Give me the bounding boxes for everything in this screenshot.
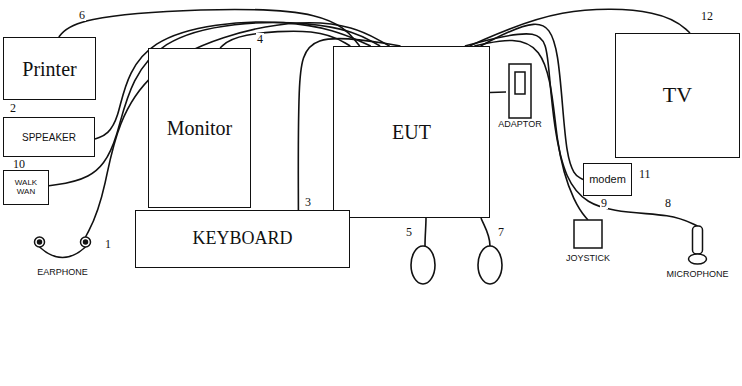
- device-label: WALK WAN: [8, 179, 44, 197]
- cable: [474, 40, 588, 220]
- device-label: MICROPHONE: [666, 270, 728, 280]
- device-icon: MICROPHONE: [655, 224, 740, 280]
- callout-number: 10: [12, 158, 26, 170]
- device-box: EUT: [333, 46, 490, 218]
- callout-number: 8: [664, 197, 672, 209]
- mouse-cable: [425, 218, 426, 246]
- device-label: modem: [589, 173, 626, 185]
- device-box: WALK WAN: [3, 170, 49, 205]
- cable: [59, 9, 360, 46]
- cable: [490, 91, 506, 93]
- callout-number: 11: [638, 168, 652, 180]
- device-box: KEYBOARD: [135, 210, 350, 268]
- device-icon: EARPHONE: [25, 228, 100, 278]
- device-box: TV: [615, 33, 740, 158]
- device-icon: ADAPTOR: [495, 62, 545, 130]
- callout-number: 12: [700, 10, 714, 22]
- callout-number: 3: [304, 196, 312, 208]
- callout-number: 4: [256, 33, 264, 45]
- device-label: TV: [663, 83, 692, 107]
- callout-number: 7: [497, 226, 505, 238]
- device-label: EARPHONE: [37, 268, 88, 278]
- callout-number: 6: [78, 9, 86, 21]
- callout-number: 5: [405, 226, 413, 238]
- device-label: Monitor: [167, 117, 233, 139]
- device-label: Printer: [22, 58, 76, 80]
- device-icon: JOYSTICK: [560, 218, 616, 264]
- device-label: KEYBOARD: [192, 229, 292, 249]
- callout-number: 1: [104, 238, 112, 250]
- mouse-symbol: [411, 246, 435, 284]
- device-box: SPPEAKER: [3, 117, 95, 157]
- mouse-cable: [481, 218, 490, 246]
- callout-number: 2: [9, 102, 17, 114]
- device-label: EUT: [392, 121, 431, 143]
- callout-number: 9: [600, 197, 608, 209]
- device-label: ADAPTOR: [498, 120, 541, 130]
- device-box: modem: [583, 163, 632, 196]
- device-label: SPPEAKER: [22, 132, 76, 143]
- device-box: Printer: [3, 37, 96, 100]
- mouse-symbol: [478, 246, 502, 284]
- device-box: Monitor: [148, 48, 251, 208]
- device-label: JOYSTICK: [566, 254, 610, 264]
- cable: [481, 24, 583, 179]
